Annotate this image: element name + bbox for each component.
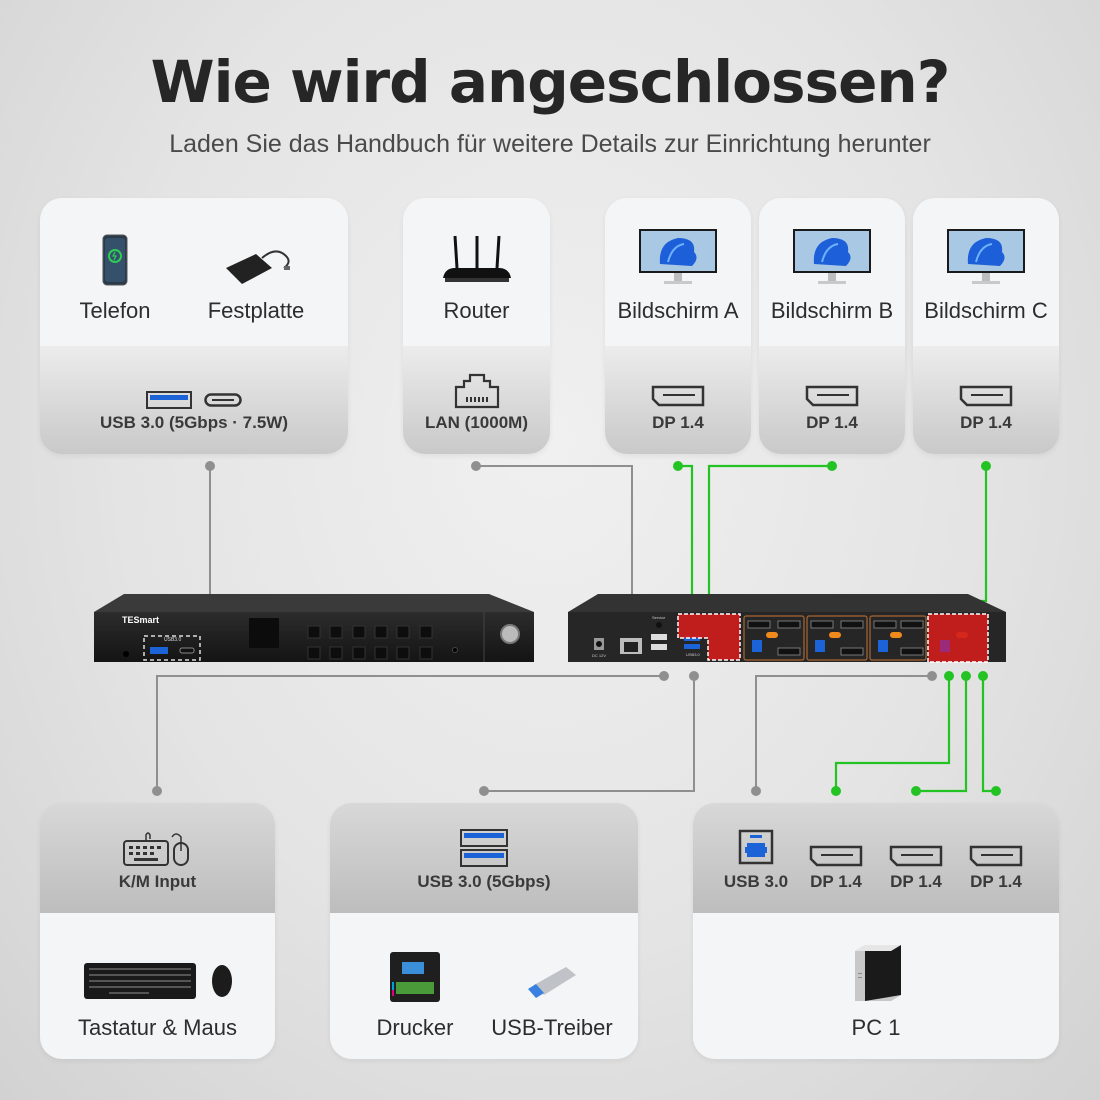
monitor-icon [638,228,718,286]
page-title: Wie wird angeschlossen? [150,48,951,116]
pc-tower-icon [851,943,903,1001]
usb-stick-icon [526,963,578,999]
usb-a-ports-icon [460,829,508,867]
displayport-icon [651,385,705,407]
displayport-icon [809,845,863,867]
displayport-icon [959,385,1013,407]
device-label-telefon: Telefon [79,298,151,323]
service-label: Service [652,615,666,620]
card-monitor-a: Bildschirm A DP 1.4 [605,198,751,454]
device-label-router: Router [443,298,510,323]
card-lan: Router LAN (1000M) [403,198,550,454]
keyboard-mouse-icon [122,829,194,867]
port-label-dp3: DP 1.4 [970,872,1022,891]
card-monitor-c: Bildschirm C DP 1.4 [913,198,1059,454]
port-label-km: K/M Input [118,872,197,891]
displayport-icon [889,845,943,867]
displayport-icon [805,385,859,407]
port-label-usb30: USB 3.0 [723,872,789,891]
card-usb-devices: Telefon Festplatte USB 3.0 (5Gbps · 7.5W… [40,198,348,454]
router-icon [441,234,513,286]
port-label-lan: LAN (1000M) [425,413,528,432]
device-label-monitor-b: Bildschirm B [770,298,894,323]
monitor-icon [946,228,1026,286]
device-label-festplatte: Festplatte [207,298,305,323]
kvm-rear-panel: DC 12V Service USB3.0 [568,594,1006,664]
usb-b-port-icon [738,829,774,865]
printer-icon [388,948,442,1004]
displayport-icon [969,845,1023,867]
device-label-usb-treiber: USB-Treiber [491,1015,613,1040]
brand-logo: TESmart [122,615,160,625]
phone-icon [102,234,128,286]
port-label-dp: DP 1.4 [652,413,704,432]
keyboard-icon [84,961,234,1001]
port-label-dp2: DP 1.4 [890,872,942,891]
page-subtitle: Laden Sie das Handbuch für weitere Detai… [169,130,931,158]
external-hdd-icon [222,246,294,288]
device-label-pc1: PC 1 [851,1015,901,1040]
port-label-usb-hub: USB 3.0 (5Gbps) [417,872,551,891]
device-label-keyboard-mouse: Tastatur & Maus [78,1015,237,1040]
device-label-monitor-a: Bildschirm A [617,298,739,323]
card-km-input: K/M Input Tastatur & Maus [40,803,275,1059]
port-label-usb: USB 3.0 (5Gbps · 7.5W) [100,413,288,432]
kvm-front-panel: TESmart USB3.0 [94,594,534,664]
card-monitor-b: Bildschirm B DP 1.4 [759,198,905,454]
port-label-dp: DP 1.4 [960,413,1012,432]
power-label: DC 12V [592,653,607,658]
front-usb-label: USB3.0 [164,637,182,643]
ethernet-port-icon [454,373,500,409]
usb-a-port-icon [146,391,192,409]
usb-c-port-icon [204,393,242,407]
monitor-icon [792,228,872,286]
rear-usb-label: USB3.0 [686,652,700,657]
card-pc1: USB 3.0 DP 1.4 DP 1.4 DP 1.4 PC 1 [693,803,1059,1059]
device-label-drucker: Drucker [376,1015,454,1040]
port-label-dp1: DP 1.4 [810,872,862,891]
port-label-dp: DP 1.4 [806,413,858,432]
card-usb-hub: USB 3.0 (5Gbps) Drucker USB-Treiber [330,803,638,1059]
device-label-monitor-c: Bildschirm C [924,298,1048,323]
